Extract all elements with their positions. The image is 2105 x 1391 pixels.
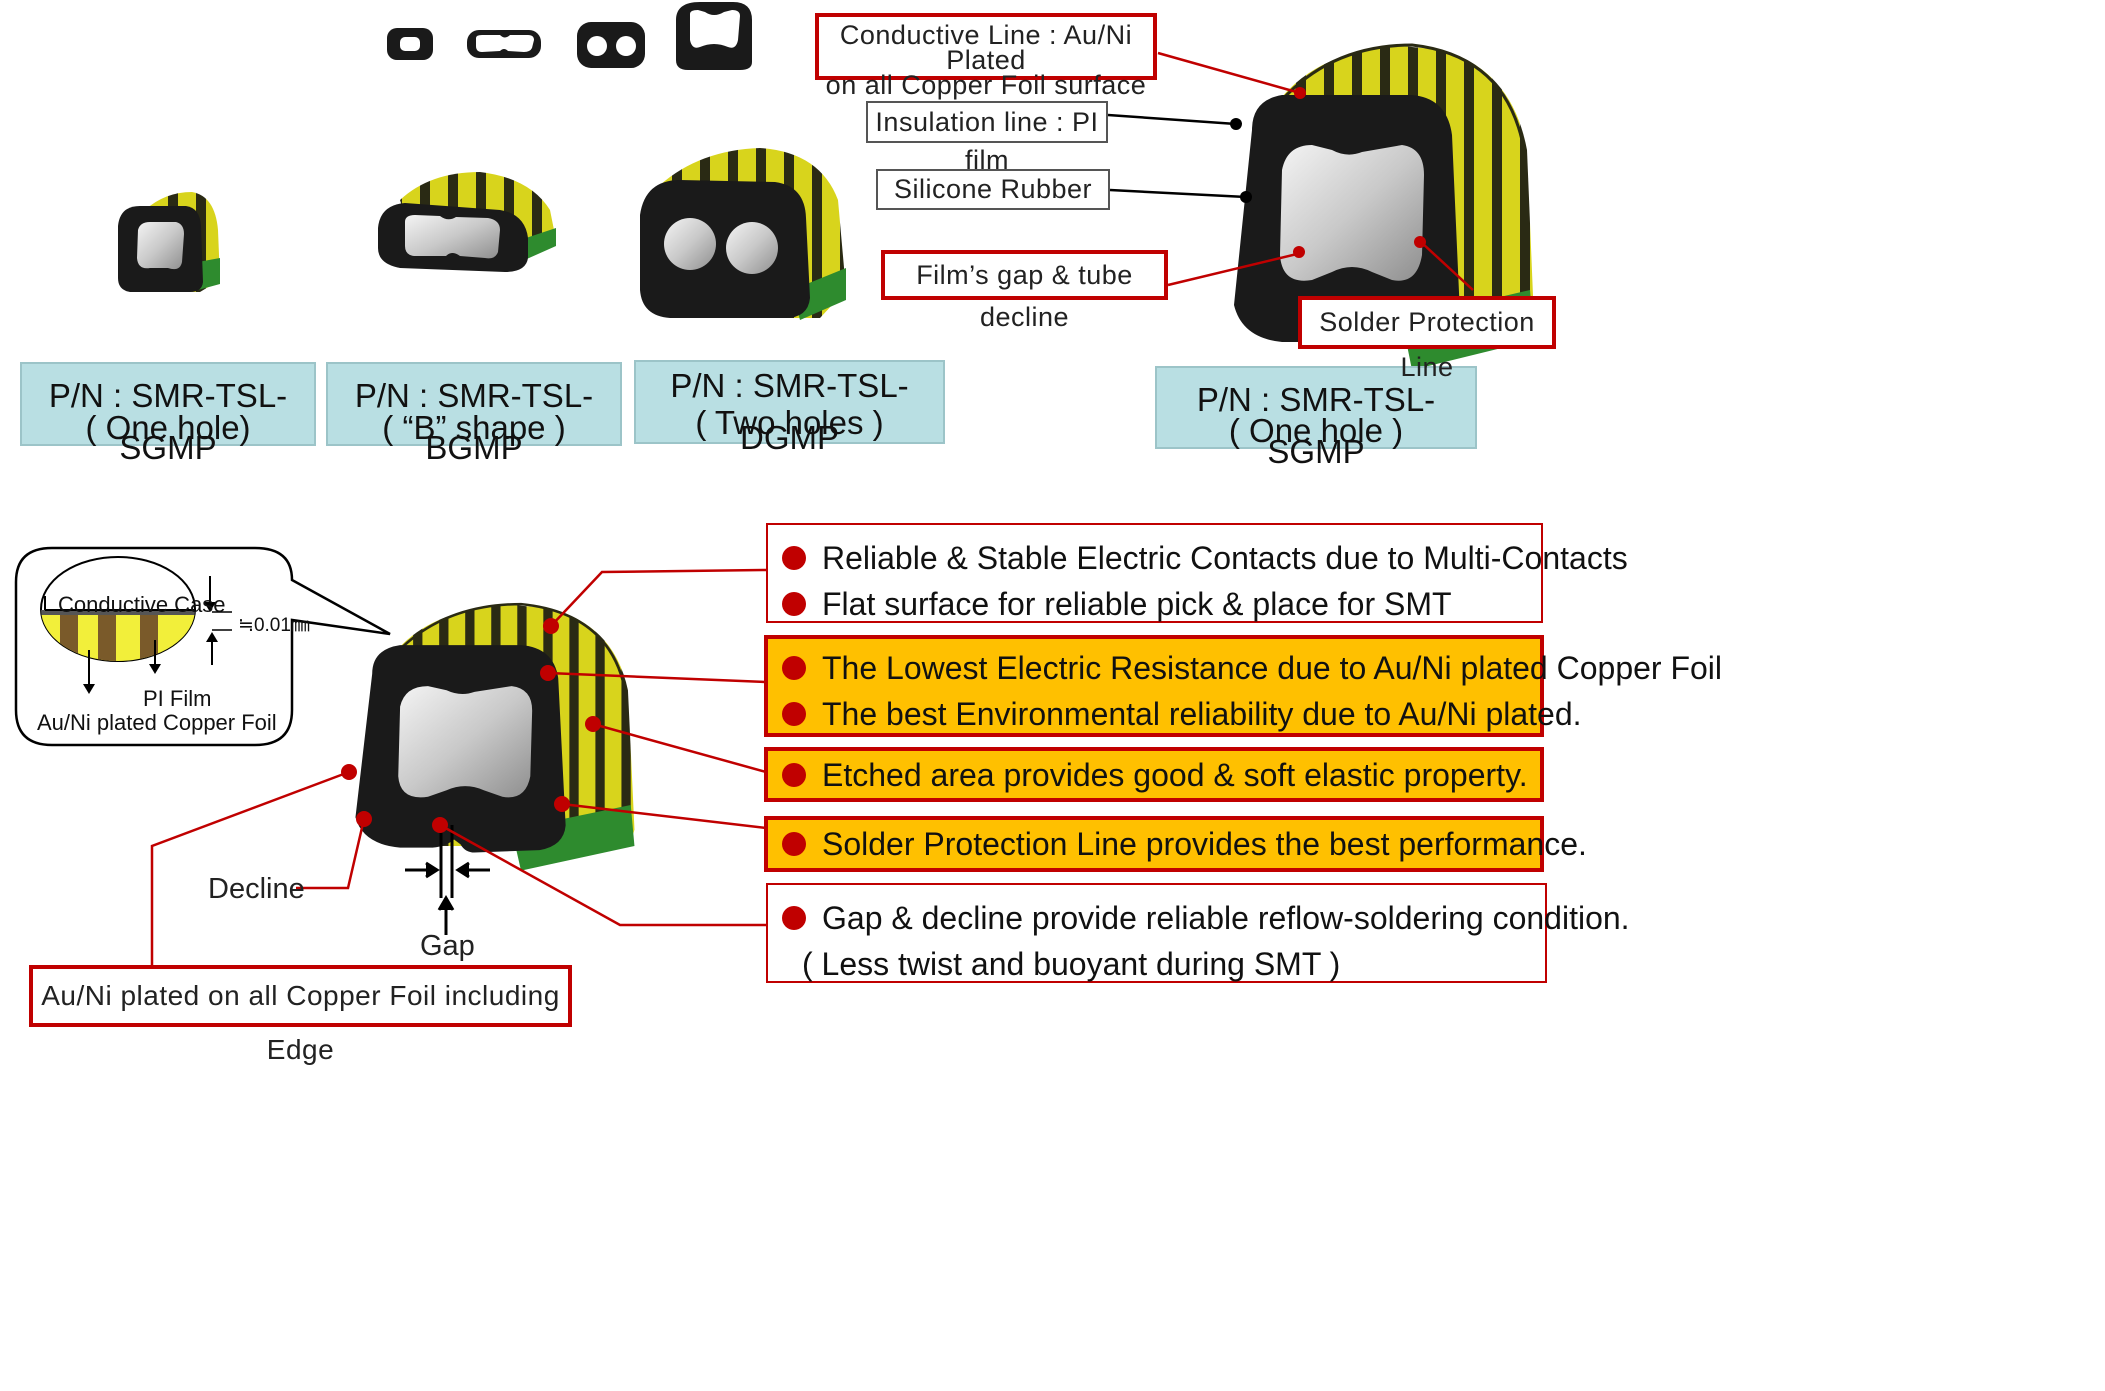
cross-section-one-hole [387, 28, 433, 60]
callout-silicone: Silicone Rubber [876, 169, 1110, 210]
gap-marker [405, 825, 490, 935]
label-gap: Gap [420, 930, 475, 962]
gasket-b-shape [378, 172, 556, 272]
product-card-desc-wrap: ( “B” shape ) [326, 402, 622, 446]
feature-box-etched: Etched area provides good & soft elastic… [764, 747, 1544, 802]
bullet-dot [782, 592, 806, 616]
top-leader-lines [1107, 51, 1474, 291]
feature-text: The best Environmental reliability due t… [822, 695, 1582, 732]
inset-bubble [14, 546, 391, 747]
inset-copper-foil: Au/Ni plated Copper Foil [37, 710, 277, 735]
product-card-desc: ( One hole) [85, 409, 251, 446]
feature-item: The best Environmental reliability due t… [776, 691, 1582, 737]
product-card-detail: P/N : SMR-TSL-SGMP [1155, 366, 1477, 470]
feature-item: The Lowest Electric Resistance due to Au… [776, 645, 1722, 691]
bottom-leader-dots [341, 618, 601, 833]
cross-section-two-holes [577, 22, 645, 68]
product-card-pn: P/N : SMR-TSL-SGMP [1196, 381, 1436, 470]
feature-text: Gap & decline provide reliable reflow-so… [822, 899, 1630, 936]
feature-box-contacts: Reliable & Stable Electric Contacts due … [766, 523, 1628, 623]
feature-item: Flat surface for reliable pick & place f… [776, 581, 1533, 627]
callout-conductive-line: Conductive Line : Au/Ni Plated on all Co… [815, 13, 1157, 99]
callout-edge-plating: Au/Ni plated on all Copper Foil includin… [29, 965, 572, 1065]
gasket-one-hole [118, 192, 220, 292]
feature-text: Solder Protection Line provides the best… [822, 825, 1587, 862]
feature-item: Reliable & Stable Electric Contacts due … [776, 535, 1628, 581]
cross-section-d-shape [676, 2, 752, 70]
callout-solder-protection: Solder Protection Line [1298, 296, 1556, 382]
feature-text: The Lowest Electric Resistance due to Au… [822, 649, 1723, 686]
product-card-desc-wrap: ( One hole ) [1155, 405, 1477, 449]
cross-section-b-shape [467, 30, 541, 58]
product-card-pn: P/N : SMR-TSL-SGMP [48, 377, 288, 466]
callout-film-gap: Film’s gap & tube decline [881, 250, 1168, 332]
bullet-dot [782, 702, 806, 726]
gasket-two-holes [640, 148, 846, 320]
bullet-dot [782, 906, 806, 930]
product-card-desc: ( Two holes ) [695, 404, 884, 441]
feature-box-reflow: Gap & decline provide reliable reflow-so… [766, 883, 1630, 983]
product-card-dgmp: P/N : SMR-TSL-DGMP [634, 360, 945, 456]
bottom-leader-lines [150, 568, 767, 965]
label-decline: Decline [208, 873, 305, 905]
inset-thickness: ≒0.01㎜ [238, 615, 310, 636]
feature-item: Gap & decline provide reliable reflow-so… [776, 895, 1630, 941]
product-card-pn: P/N : SMR-TSL-BGMP [354, 377, 594, 466]
product-card-desc-wrap: ( Two holes ) [634, 397, 945, 441]
callout-conductive-line-2: on all Copper Foil surface [825, 70, 1147, 100]
inset-pi-film: PI Film [143, 686, 212, 711]
feature-box-solder: Solder Protection Line provides the best… [764, 816, 1587, 872]
inset-conductive-case: Conductive Case [58, 592, 226, 617]
bullet-dot [782, 832, 806, 856]
bullet-dot [782, 546, 806, 570]
feature-box-resistance: The Lowest Electric Resistance due to Au… [764, 635, 1722, 737]
product-card-sgmp: P/N : SMR-TSL-SGMP [20, 362, 316, 466]
feature-item: Solder Protection Line provides the best… [776, 820, 1587, 868]
feature-subtext: ( Less twist and buoyant during SMT ) [802, 945, 1341, 982]
feature-text: Reliable & Stable Electric Contacts due … [822, 539, 1628, 576]
callout-conductive-line-1: Conductive Line : Au/Ni Plated [839, 20, 1133, 75]
bullet-dot [782, 763, 806, 787]
feature-item: Etched area provides good & soft elastic… [776, 751, 1532, 799]
top-leader-dots [1230, 87, 1426, 258]
product-card-bgmp: P/N : SMR-TSL-BGMP [326, 362, 622, 466]
gasket-detail-bottom [354, 602, 636, 872]
feature-text: Etched area provides good & soft elastic… [822, 756, 1528, 793]
bullet-dot [782, 656, 806, 680]
callout-insulation: Insulation line : PI film [866, 101, 1108, 175]
product-card-desc-wrap: ( One hole) [20, 402, 316, 446]
product-card-desc: ( One hole ) [1228, 412, 1404, 449]
product-card-desc: ( “B” shape ) [382, 409, 566, 446]
product-card-pn: P/N : SMR-TSL-DGMP [670, 367, 909, 456]
feature-text: Flat surface for reliable pick & place f… [822, 585, 1452, 622]
